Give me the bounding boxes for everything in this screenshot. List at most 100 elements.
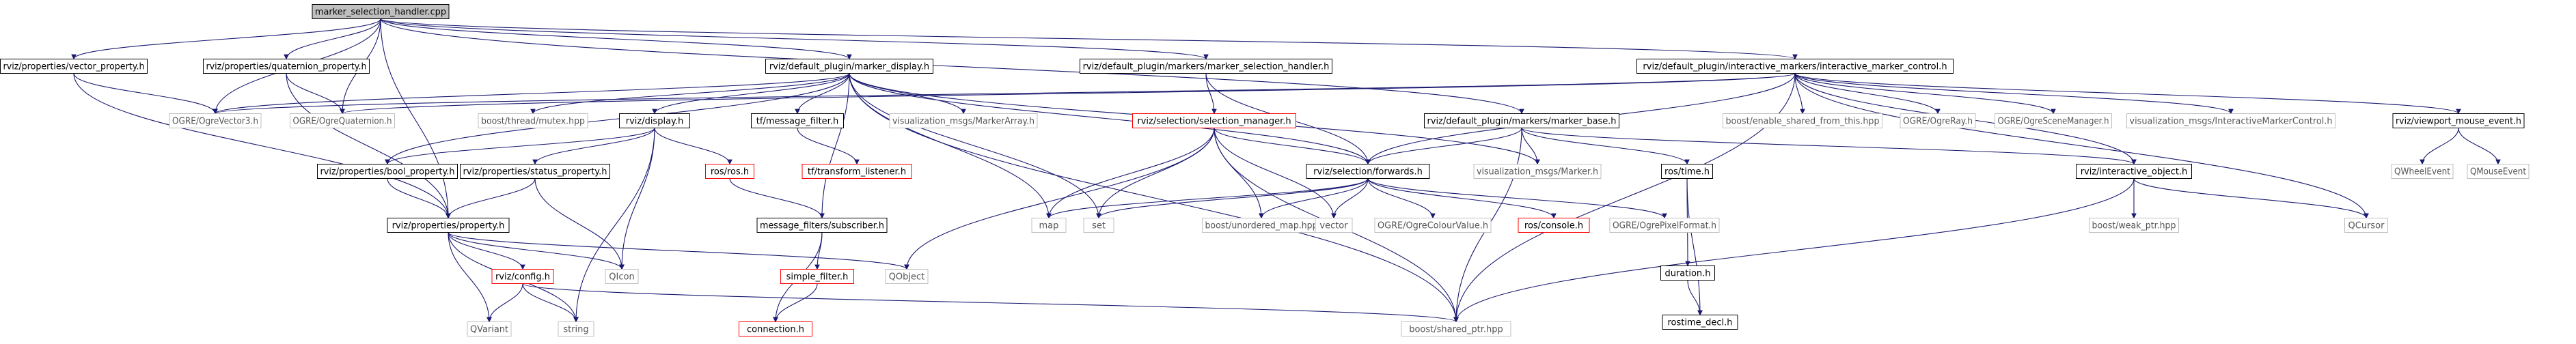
- node-label: simple_filter.h: [786, 272, 849, 283]
- node-marker-selection-handler-cpp[interactable]: marker_selection_handler.cpp: [312, 4, 450, 19]
- edge-status_property-to-property: [446, 178, 536, 219]
- edge-marker_display-to-set: [849, 73, 1101, 219]
- node-tf-message-filter-h[interactable]: tf/message_filter.h: [751, 113, 844, 128]
- node-rviz-properties-quaternion-property-h[interactable]: rviz/properties/quaternion_property.h: [203, 59, 370, 74]
- edge-root-to-marker_base: [380, 18, 1524, 115]
- node-string: string: [558, 321, 594, 336]
- node-label: QWheelEvent: [2394, 167, 2450, 177]
- node-box: [1315, 218, 1353, 233]
- node-label: rostime_decl.h: [1667, 318, 1732, 328]
- node-rviz-properties-bool-property-h[interactable]: rviz/properties/bool_property.h: [317, 164, 458, 179]
- node-ogre-ogreray-h: OGRE/OgreRay.h: [1900, 113, 1976, 128]
- node-rviz-display-h[interactable]: rviz/display.h: [619, 113, 690, 128]
- node-box: [1080, 59, 1332, 74]
- edge-interactive_marker_control-to-imc_msg: [1794, 73, 2234, 115]
- node-rviz-selection-forwards-h[interactable]: rviz/selection/forwards.h: [1306, 164, 1430, 179]
- node-label: rviz/properties/vector_property.h: [3, 62, 145, 72]
- node-qmouseevent: QMouseEvent: [2467, 164, 2530, 179]
- edge-interactive_marker_control-to-ogre_quaternion: [340, 73, 1796, 115]
- edge-bool_property-to-property: [387, 178, 451, 219]
- edge-marker_selection_handler-to-selection_manager: [1205, 73, 1217, 115]
- edge-vector_property-to-ogre_vector3: [73, 73, 218, 115]
- node-box: [1132, 113, 1296, 128]
- node-rviz-default-plugin-interactive-markers-interactive-marker-control-h[interactable]: rviz/default_plugin/interactive_markers/…: [1636, 59, 1954, 74]
- node-label: ros/console.h: [1524, 221, 1583, 231]
- node-rviz-config-h[interactable]: rviz/config.h: [491, 269, 554, 284]
- node-label: visualization_msgs/InteractiveMarkerCont…: [2130, 117, 2333, 127]
- node-box: [2089, 218, 2179, 233]
- edge-selection_manager-to-qobject: [904, 128, 1215, 270]
- edge-root-to-quaternion_property: [284, 18, 381, 60]
- node-box: [1306, 164, 1430, 179]
- node-visualization-msgs-interactivemarkercontrol-h: visualization_msgs/InteractiveMarkerCont…: [2126, 113, 2335, 128]
- node-label: rviz/properties/status_property.h: [463, 167, 607, 177]
- node-ros-console-h[interactable]: ros/console.h: [1518, 218, 1590, 233]
- node-qvariant: QVariant: [467, 321, 512, 336]
- edge-marker_base-to-ros_time: [1521, 128, 1690, 165]
- node-box: [467, 321, 512, 336]
- node-rviz-viewport-mouse-event-h[interactable]: rviz/viewport_mouse_event.h: [2392, 113, 2525, 128]
- edge-forwards-to-ros_console: [1367, 178, 1557, 219]
- node-rviz-interactive-object-h[interactable]: rviz/interactive_object.h: [2076, 164, 2192, 179]
- node-ogre-ogrevector3-h: OGRE/OgreVector3.h: [169, 113, 262, 128]
- node-label: rviz/selection/selection_manager.h: [1137, 117, 1291, 127]
- node-box: [605, 269, 639, 284]
- node-ros-ros-h[interactable]: ros/ros.h: [705, 164, 754, 179]
- edge-forwards-to-ogre_colour_value: [1367, 178, 1436, 219]
- node-rviz-default-plugin-markers-marker-base-h[interactable]: rviz/default_plugin/markers/marker_base.…: [1424, 113, 1619, 128]
- edge-selection_manager-to-set: [1096, 128, 1215, 219]
- node-label: tf/transform_listener.h: [808, 167, 906, 177]
- node-qobject: QObject: [885, 269, 929, 284]
- node-rviz-default-plugin-marker-display-h[interactable]: rviz/default_plugin/marker_display.h: [765, 59, 933, 74]
- edge-interactive_object-to-boost_shared_ptr: [1453, 178, 2135, 323]
- node-label: ros/time.h: [1664, 167, 1710, 177]
- node-box: [705, 164, 754, 179]
- node-simple-filter-h[interactable]: simple_filter.h: [780, 269, 854, 284]
- edge-interactive_marker_control-to-enable_shared: [1794, 73, 1805, 115]
- node-box: [739, 321, 812, 336]
- node-rviz-selection-selection-manager-h[interactable]: rviz/selection/selection_manager.h: [1132, 113, 1296, 128]
- node-box: [1609, 218, 1720, 233]
- node-box: [169, 113, 262, 128]
- node-box: [290, 113, 395, 128]
- node-boost-weak-ptr-hpp: boost/weak_ptr.hpp: [2089, 218, 2179, 233]
- node-rviz-properties-status-property-h[interactable]: rviz/properties/status_property.h: [460, 164, 610, 179]
- node-box: [1031, 218, 1067, 233]
- node-box: [1995, 113, 2112, 128]
- edge-interactive_marker_control-to-viewport_mouse_event: [1794, 73, 2461, 115]
- node-label: rviz/default_plugin/interactive_markers/…: [1643, 62, 1947, 72]
- node-tf-transform-listener-h[interactable]: tf/transform_listener.h: [801, 164, 912, 179]
- edge-root-to-interactive_marker_control: [380, 18, 1798, 60]
- edge-vector_property-to-property: [73, 73, 451, 219]
- node-rviz-properties-vector-property-h[interactable]: rviz/properties/vector_property.h: [0, 59, 148, 74]
- node-label: QMouseEvent: [2470, 167, 2526, 177]
- node-rostime-decl-h[interactable]: rostime_decl.h: [1662, 315, 1738, 330]
- edge-forwards-to-unordered_map: [1259, 178, 1369, 219]
- node-ogre-ogrescenemanager-h: OGRE/OgreSceneManager.h: [1995, 113, 2112, 128]
- edge-marker_display-to-ogre_vector3: [213, 73, 850, 115]
- node-label: message_filters/subscriber.h: [760, 221, 884, 231]
- node-box: [317, 164, 458, 179]
- edge-simple_filter-to-connection: [773, 283, 818, 323]
- node-box: [619, 113, 690, 128]
- node-box: [312, 4, 450, 19]
- edge-rviz_config-to-string: [522, 283, 579, 323]
- edge-selection_manager-to-unordered_map: [1214, 128, 1264, 219]
- node-box: [885, 269, 929, 284]
- node-box: [1401, 321, 1511, 336]
- node-ogre-ogrepixelformat-h: OGRE/OgrePixelFormat.h: [1609, 218, 1720, 233]
- edge-interactive_marker_control-to-ogre_ray: [1794, 73, 1941, 115]
- node-rviz-default-plugin-markers-marker-selection-handler-h[interactable]: rviz/default_plugin/markers/marker_selec…: [1080, 59, 1332, 74]
- node-label: rviz/default_plugin/markers/marker_selec…: [1083, 62, 1330, 72]
- node-message-filters-subscriber-h[interactable]: message_filters/subscriber.h: [756, 218, 888, 233]
- node-connection-h[interactable]: connection.h: [739, 321, 812, 336]
- edge-display-to-qicon: [619, 128, 655, 270]
- edge-forwards-to-ogre_pixel_format: [1367, 178, 1667, 219]
- edge-root-to-marker_display: [380, 18, 852, 60]
- node-label: rviz/config.h: [495, 272, 550, 283]
- node-ros-time-h[interactable]: ros/time.h: [1661, 164, 1713, 179]
- node-box: [2391, 164, 2454, 179]
- node-rviz-properties-property-h[interactable]: rviz/properties/property.h: [387, 218, 510, 233]
- node-duration-h[interactable]: duration.h: [1660, 266, 1715, 281]
